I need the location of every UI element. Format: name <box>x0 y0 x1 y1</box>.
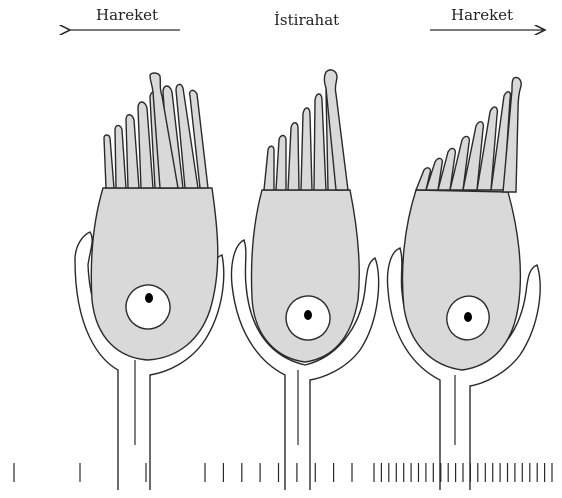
stereocilia-center <box>264 70 348 190</box>
nucleolus-right <box>464 312 472 322</box>
right-movement-label: Hareket <box>451 6 513 24</box>
cell-body-right <box>403 190 521 370</box>
stereocilia-left <box>104 73 208 188</box>
stereocilia-right <box>416 77 521 192</box>
nucleolus-left <box>145 293 153 303</box>
nucleolus-center <box>304 310 312 320</box>
spike-trains <box>14 463 552 482</box>
rest-label: İstirahat <box>274 11 339 29</box>
hair-cell-right <box>388 77 541 490</box>
hair-cell-left <box>75 73 224 490</box>
hair-cell-center <box>232 70 379 490</box>
left-movement-label: Hareket <box>96 6 158 24</box>
